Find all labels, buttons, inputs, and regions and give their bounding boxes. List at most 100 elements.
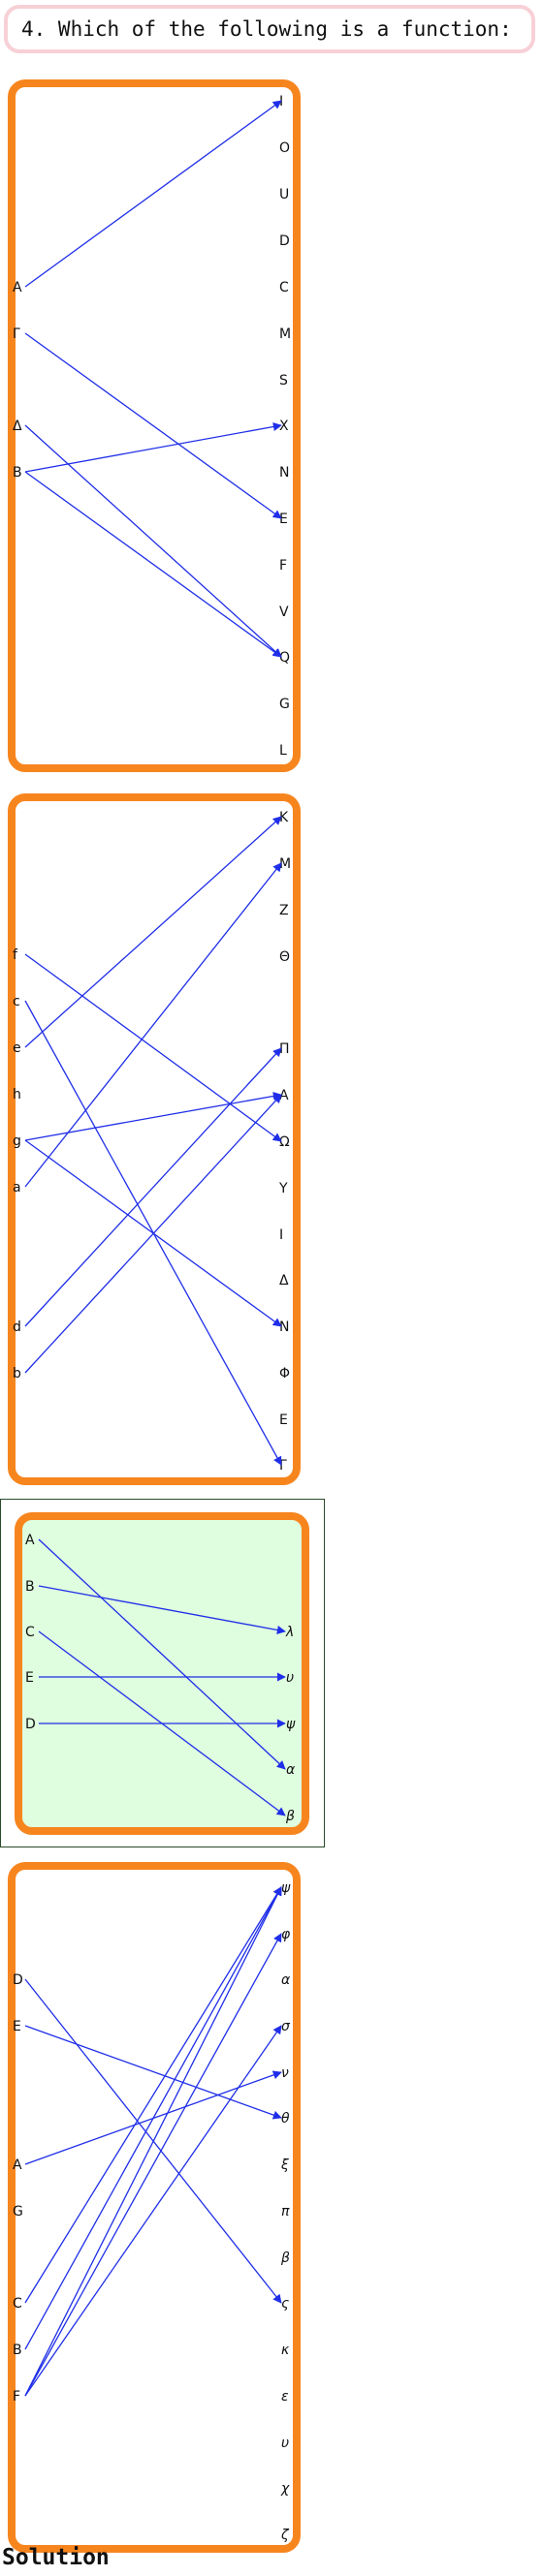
codomain-label: Γ — [279, 1458, 287, 1474]
domain-label: D — [25, 1717, 36, 1732]
domain-label: g — [13, 1133, 21, 1149]
codomain-label: F — [279, 558, 287, 574]
domain-label: Γ — [13, 326, 20, 342]
domain-label: C — [13, 2296, 22, 2312]
domain-label: h — [13, 1087, 21, 1102]
domain-label: A — [25, 1533, 35, 1548]
codomain-label: χ — [280, 2481, 290, 2497]
codomain-label: Δ — [279, 1273, 289, 1288]
codomain-label: π — [281, 2204, 290, 2219]
domain-label: A — [13, 280, 22, 295]
codomain-label: Y — [278, 1181, 288, 1196]
domain-label: b — [13, 1366, 21, 1381]
domain-label: A — [13, 2157, 22, 2173]
mapping-arrow — [24, 953, 282, 1142]
mapping-arrow — [24, 2025, 282, 2120]
codomain-label: α — [281, 1972, 291, 1988]
mapping-arrow — [24, 421, 282, 473]
domain-label: B — [13, 2343, 22, 2358]
mapping-arrow — [24, 2025, 282, 2397]
mapping-arrow — [24, 1886, 282, 2397]
codomain-label: C — [279, 280, 289, 295]
mapping-arrow — [24, 424, 282, 658]
domain-label: a — [13, 1180, 21, 1195]
codomain-label: ε — [281, 2389, 289, 2405]
codomain-label: ν — [281, 2065, 289, 2081]
codomain-label: Φ — [279, 1366, 290, 1381]
domain-label: B — [13, 465, 22, 481]
codomain-label: σ — [281, 2019, 291, 2034]
codomain-label: α — [286, 1762, 296, 1778]
codomain-label: N — [279, 1319, 289, 1335]
codomain-label: L — [279, 743, 287, 759]
mapping-arrow — [38, 1538, 286, 1770]
domain-label: d — [13, 1319, 21, 1335]
codomain-label: M — [279, 326, 291, 342]
codomain-label: Π — [279, 1041, 290, 1057]
mapping-arrow — [38, 1585, 286, 1634]
codomain-label: G — [279, 697, 290, 712]
mapping-arrow — [24, 862, 282, 1188]
codomain-label: O — [279, 140, 290, 156]
codomain-label: X — [279, 419, 289, 434]
codomain-label: ξ — [280, 2157, 289, 2173]
mapping-diagram-2: f c e h g a d b K M Z Θ Π A Ω Y I Δ N Φ E Γ — [13, 810, 291, 1474]
mapping-arrow — [24, 1886, 282, 2350]
codomain-label: E — [279, 1412, 288, 1428]
domain-label: f — [13, 947, 18, 963]
domain-label: Δ — [13, 419, 22, 434]
codomain-label: υ — [281, 2436, 289, 2451]
question-box: 4. Which of the following is a function: — [4, 5, 535, 53]
codomain-label: Ω — [279, 1134, 290, 1150]
mapping-arrow — [24, 1047, 282, 1327]
domain-label: B — [25, 1579, 35, 1595]
codomain-label: Z — [279, 903, 289, 918]
codomain-label: K — [279, 810, 289, 825]
mapping-arrow — [24, 1933, 282, 2397]
codomain-label: ψ — [286, 1717, 296, 1732]
mapping-arrow — [24, 1091, 282, 1141]
domain-label: e — [13, 1040, 21, 1056]
codomain-label: U — [279, 187, 289, 202]
codomain-label: ς — [281, 2296, 289, 2312]
domain-label: c — [13, 994, 20, 1009]
question-text: 4. Which of the following is a function: — [21, 17, 512, 41]
diagram-panel-2[interactable]: f c e h g a d b K M Z Θ Π A Ω Y I Δ N Φ E Γ — [8, 793, 301, 1485]
codomain-label: V — [279, 605, 289, 620]
codomain-label: β — [285, 1809, 295, 1824]
solution-heading: Solution — [2, 2545, 110, 2570]
codomain-label: E — [279, 512, 288, 527]
codomain-label: Q — [279, 650, 290, 666]
codomain-label: υ — [286, 1670, 294, 1686]
domain-label: D — [13, 1972, 23, 1988]
codomain-label: N — [279, 465, 289, 481]
mapping-arrow — [24, 1094, 282, 1374]
domain-label: E — [25, 1670, 34, 1686]
codomain-label: β — [280, 2250, 290, 2266]
mapping-arrow — [24, 332, 282, 519]
codomain-label: λ — [285, 1625, 294, 1640]
codomain-label: ζ — [280, 2528, 290, 2543]
codomain-label: D — [279, 233, 290, 249]
codomain-label: S — [279, 373, 288, 388]
domain-label: E — [13, 2019, 21, 2034]
codomain-label: A — [279, 1088, 289, 1103]
domain-label: G — [13, 2204, 23, 2219]
codomain-label: φ — [281, 1927, 291, 1942]
codomain-label: θ — [281, 2111, 290, 2126]
mapping-arrow — [24, 100, 282, 288]
domain-label: F — [13, 2389, 20, 2405]
codomain-label: M — [279, 856, 291, 872]
codomain-label: Θ — [279, 949, 290, 965]
codomain-label: ψ — [281, 1880, 291, 1896]
codomain-label: I — [279, 1227, 283, 1243]
mapping-arrow — [24, 1886, 282, 2304]
mapping-arrow — [24, 471, 282, 658]
